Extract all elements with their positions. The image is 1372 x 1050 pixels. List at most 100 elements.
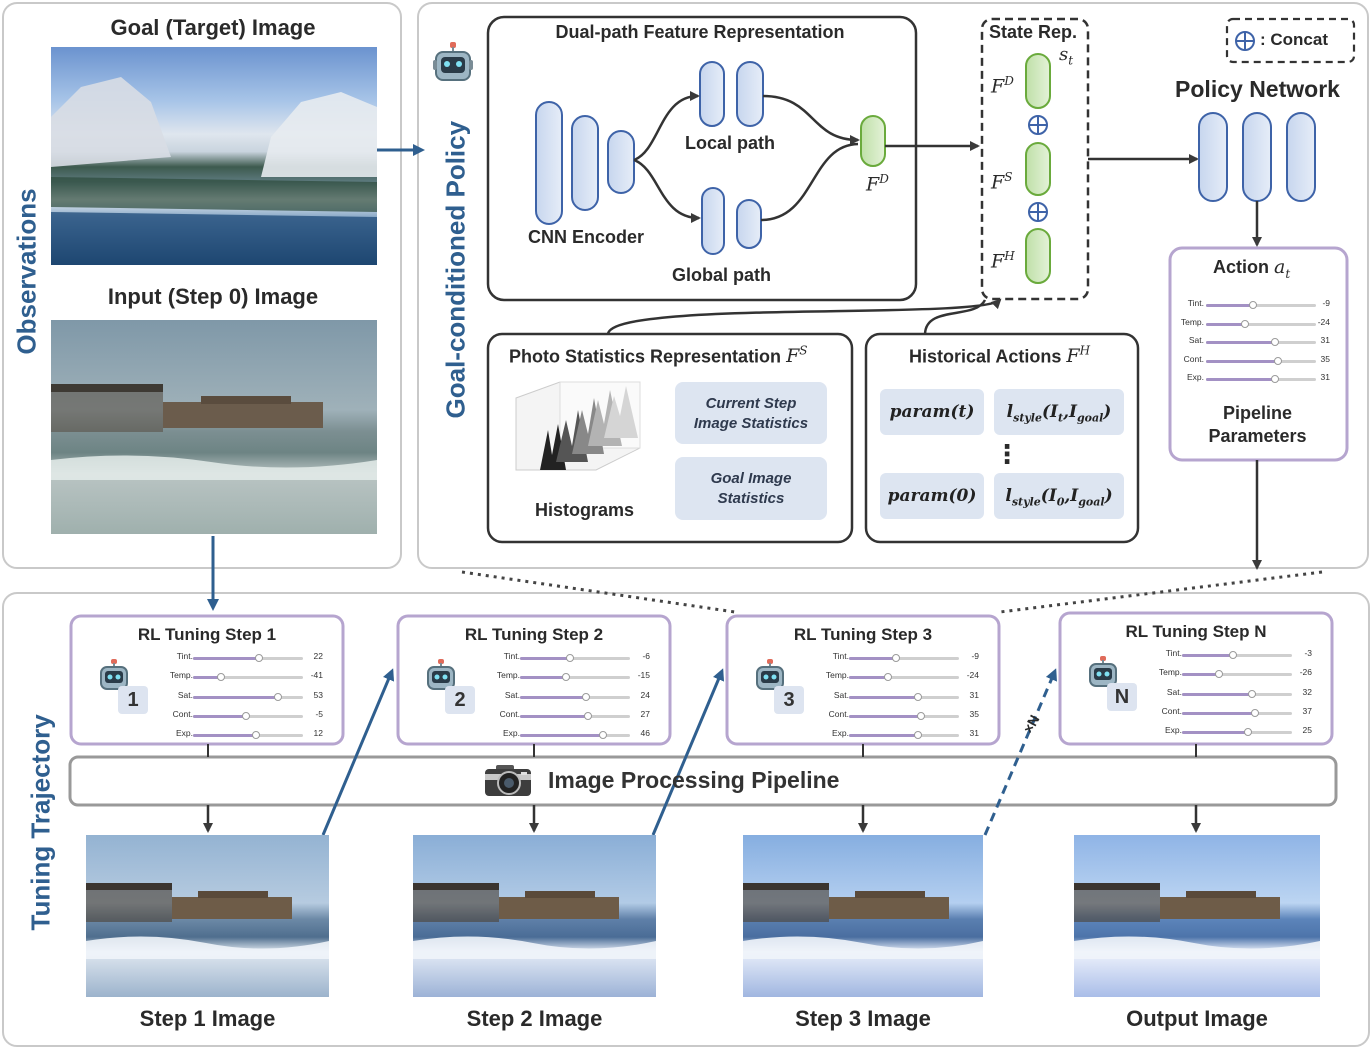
param-label: Tint. xyxy=(1165,648,1182,658)
param-slider-knob xyxy=(582,692,590,701)
param-label: Tint. xyxy=(503,651,520,661)
param-label: Exp. xyxy=(831,728,849,739)
fs-state-label: FS xyxy=(991,170,1013,194)
param-slider xyxy=(520,711,630,720)
param-slider-knob xyxy=(1244,728,1252,737)
global-path-label: Global path xyxy=(672,265,771,285)
dual-path-title: Dual-path Feature Representation xyxy=(555,22,845,42)
histograms-label: Histograms xyxy=(535,500,635,520)
step-image xyxy=(413,835,656,997)
param-value: -3 xyxy=(1304,648,1312,658)
param-value: 25 xyxy=(1302,725,1312,736)
param-slider-knob xyxy=(916,711,925,720)
concat-icon xyxy=(1028,115,1048,135)
param-label: Sat. xyxy=(177,689,193,700)
param-label: Exp. xyxy=(502,728,520,739)
param-slider xyxy=(1182,728,1292,737)
param-slider-knob xyxy=(914,731,923,740)
param-slider xyxy=(849,692,959,701)
param-0-box: param(0) xyxy=(880,473,984,519)
ellipsis: ⋮ xyxy=(994,439,1020,469)
param-slider xyxy=(1206,319,1316,328)
param-slider-fill xyxy=(1182,731,1248,735)
param-label: Sat. xyxy=(1166,686,1182,697)
param-value: -24 xyxy=(1317,316,1330,327)
pipeline-bar xyxy=(68,755,1338,807)
param-slider-fill xyxy=(193,676,221,680)
param-value: -26 xyxy=(1299,667,1312,678)
param-label: Exp. xyxy=(1186,372,1204,382)
param-slider xyxy=(520,654,630,662)
concat-legend xyxy=(1225,17,1356,64)
param-slider xyxy=(193,731,303,740)
param-value: 12 xyxy=(313,728,323,739)
param-value: 27 xyxy=(640,708,650,719)
param-slider-fill xyxy=(849,734,919,738)
param-label: Sat. xyxy=(504,689,520,700)
param-slider-knob xyxy=(892,654,901,662)
param-slider xyxy=(849,654,959,662)
robot-icon xyxy=(98,658,130,692)
policy-network-title: Policy Network xyxy=(1175,76,1340,102)
param-t-box: param(t) xyxy=(880,389,984,435)
photo-stats-title: Photo Statistics Representation FS xyxy=(509,344,808,368)
action-title: Action at xyxy=(1213,256,1291,281)
param-slider xyxy=(1182,689,1292,698)
param-label: Tint. xyxy=(832,651,849,661)
param-value: 37 xyxy=(1302,705,1312,716)
param-slider-fill xyxy=(193,657,259,660)
input-image-title: Input (Step 0) Image xyxy=(107,284,319,309)
local-path-label: Local path xyxy=(685,133,776,153)
dual-path-box xyxy=(486,15,918,302)
concat-legend-label: : Concat xyxy=(1260,30,1328,49)
param-slider-fill xyxy=(1182,654,1233,657)
param-slider-knob xyxy=(598,731,607,740)
param-value: 31 xyxy=(969,728,979,739)
goal-image-stats: Goal Image Statistics xyxy=(675,457,827,520)
param-label: Cont. xyxy=(1183,353,1204,364)
param-slider-knob xyxy=(1228,651,1237,659)
observations-label: Observations xyxy=(11,188,42,355)
robot-icon xyxy=(754,658,786,692)
param-label: Cont. xyxy=(1161,705,1182,716)
param-slider-knob xyxy=(1273,356,1282,365)
param-label: Cont. xyxy=(172,708,193,719)
param-label: Sat. xyxy=(1188,335,1204,345)
step-number-badge: N xyxy=(1107,683,1137,711)
step-title: RL Tuning Step N xyxy=(1125,622,1267,641)
param-label: Temp. xyxy=(825,670,849,681)
param-slider xyxy=(1206,375,1316,383)
step-title: RL Tuning Step 1 xyxy=(137,625,277,644)
param-slider-fill xyxy=(1206,359,1278,363)
param-value: -9 xyxy=(971,651,979,661)
goal-image xyxy=(51,47,377,265)
param-value: -5 xyxy=(315,708,323,719)
param-slider xyxy=(1182,708,1292,717)
state-rep-title: State Rep. xyxy=(989,22,1078,42)
goal-image-title: Goal (Target) Image xyxy=(110,15,316,40)
camera-icon xyxy=(484,763,532,797)
param-slider-fill xyxy=(849,676,888,680)
param-slider-knob xyxy=(1271,338,1280,346)
historical-actions-title: Historical Actions FH xyxy=(909,344,1091,368)
param-slider-knob xyxy=(241,711,250,720)
concat-icon xyxy=(1028,202,1048,222)
param-slider xyxy=(193,711,303,720)
param-label: Temp. xyxy=(496,670,520,681)
param-slider xyxy=(849,673,959,682)
step-title: RL Tuning Step 2 xyxy=(464,625,604,644)
param-slider xyxy=(520,673,630,682)
param-slider xyxy=(1206,356,1316,365)
param-slider-fill xyxy=(1206,322,1245,326)
param-slider-fill xyxy=(1182,692,1253,696)
param-value: 22 xyxy=(313,651,323,661)
param-label: Temp. xyxy=(1180,316,1204,327)
param-slider-knob xyxy=(1240,319,1249,328)
fh-state-label: FH xyxy=(991,249,1015,273)
param-slider xyxy=(520,731,630,740)
param-slider-fill xyxy=(849,695,919,699)
param-slider-knob xyxy=(1215,670,1224,679)
step-image-caption: Step 2 Image xyxy=(466,1006,603,1031)
param-label: Tint. xyxy=(1187,298,1204,308)
param-label: Sat. xyxy=(833,689,849,700)
